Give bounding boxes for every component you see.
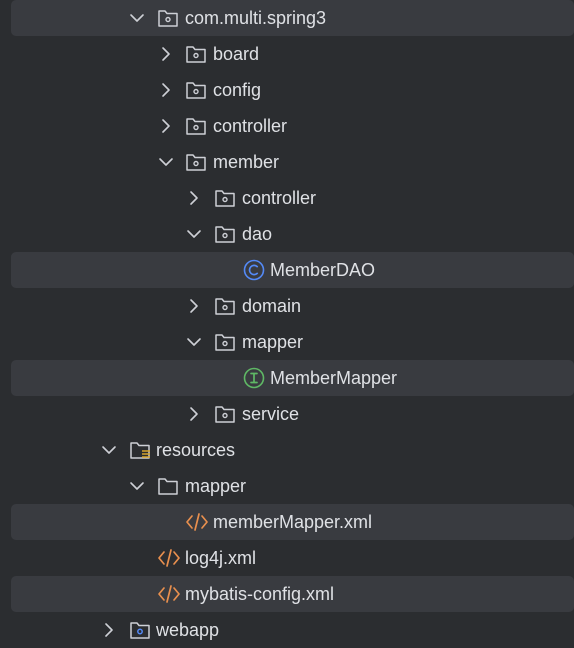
chevron-right-icon[interactable]	[185, 288, 203, 324]
chevron-down-icon[interactable]	[185, 324, 203, 360]
tree-item-label: mapper	[185, 476, 247, 496]
class-icon	[242, 258, 266, 282]
tree-item-label: board	[213, 44, 260, 64]
chevron-down-icon[interactable]	[157, 144, 175, 180]
tree-item-label: controller	[242, 188, 317, 208]
tree-row-package-root[interactable]: com.multi.spring3	[0, 0, 574, 36]
tree-item-label: MemberDAO	[270, 260, 376, 280]
chevron-right-icon[interactable]	[157, 72, 175, 108]
tree-item-label: config	[213, 80, 262, 100]
tree-item-label: MemberMapper	[270, 368, 398, 388]
xml-file-icon	[157, 547, 181, 569]
tree-item-label: service	[242, 404, 300, 424]
tree-row-config[interactable]: config	[0, 72, 574, 108]
package-folder-icon	[214, 332, 236, 352]
tree-row-member[interactable]: member	[0, 144, 574, 180]
tree-item-label: controller	[213, 116, 288, 136]
xml-file-icon	[185, 511, 209, 533]
package-folder-icon	[185, 44, 207, 64]
row-selection-highlight	[11, 0, 574, 36]
xml-file-icon	[157, 583, 181, 605]
chevron-right-icon[interactable]	[185, 396, 203, 432]
tree-item-label: webapp	[156, 620, 220, 640]
row-selection-highlight	[11, 360, 574, 396]
package-folder-icon	[185, 80, 207, 100]
tree-row-board[interactable]: board	[0, 36, 574, 72]
chevron-right-icon[interactable]	[157, 36, 175, 72]
tree-item-label: log4j.xml	[185, 548, 257, 568]
tree-row-resources-mapper[interactable]: mapper	[0, 468, 574, 504]
chevron-down-icon[interactable]	[100, 432, 118, 468]
row-selection-highlight	[11, 252, 574, 288]
package-folder-icon	[185, 116, 207, 136]
package-folder-icon	[214, 296, 236, 316]
interface-icon	[242, 366, 266, 390]
tree-row-domain[interactable]: domain	[0, 288, 574, 324]
tree-item-label: domain	[242, 296, 302, 316]
chevron-right-icon[interactable]	[185, 180, 203, 216]
tree-row-log4j-xml[interactable]: log4j.xml	[0, 540, 574, 576]
package-folder-icon	[214, 404, 236, 424]
tree-row-dao[interactable]: dao	[0, 216, 574, 252]
folder-icon	[157, 476, 179, 496]
web-folder-icon	[129, 620, 151, 640]
chevron-right-icon[interactable]	[157, 108, 175, 144]
chevron-down-icon[interactable]	[128, 0, 146, 36]
tree-row-member-controller[interactable]: controller	[0, 180, 574, 216]
package-folder-icon	[185, 152, 207, 172]
package-folder-icon	[214, 188, 236, 208]
chevron-down-icon[interactable]	[128, 468, 146, 504]
tree-row-resources[interactable]: resources	[0, 432, 574, 468]
tree-row-member-mapper-xml[interactable]: memberMapper.xml	[0, 504, 574, 540]
tree-item-label: mybatis-config.xml	[185, 584, 335, 604]
tree-row-mapper-package[interactable]: mapper	[0, 324, 574, 360]
tree-row-member-dao[interactable]: MemberDAO	[0, 252, 574, 288]
row-selection-highlight	[11, 576, 574, 612]
tree-row-mybatis-config-xml[interactable]: mybatis-config.xml	[0, 576, 574, 612]
tree-item-label: member	[213, 152, 280, 172]
tree-row-webapp[interactable]: webapp	[0, 612, 574, 648]
package-folder-icon	[157, 8, 179, 28]
chevron-right-icon[interactable]	[100, 612, 118, 648]
tree-row-controller[interactable]: controller	[0, 108, 574, 144]
tree-item-label: resources	[156, 440, 236, 460]
tree-row-service[interactable]: service	[0, 396, 574, 432]
row-selection-highlight	[11, 504, 574, 540]
tree-item-label: mapper	[242, 332, 304, 352]
package-folder-icon	[214, 224, 236, 244]
resources-folder-icon	[129, 440, 151, 460]
tree-item-label: dao	[242, 224, 273, 244]
chevron-down-icon[interactable]	[185, 216, 203, 252]
tree-item-label: memberMapper.xml	[213, 512, 373, 532]
tree-item-label: com.multi.spring3	[185, 8, 327, 28]
tree-row-member-mapper[interactable]: MemberMapper	[0, 360, 574, 396]
